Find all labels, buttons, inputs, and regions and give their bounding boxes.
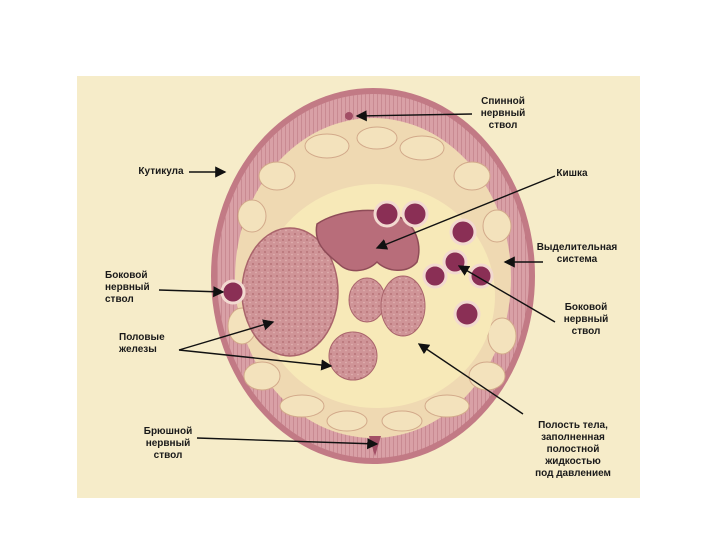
gonad-middle-right bbox=[381, 276, 425, 336]
label-lateral-right: Боковой нервный ствол bbox=[555, 302, 617, 338]
gonad-lower bbox=[329, 332, 377, 380]
gonad-middle bbox=[349, 278, 385, 322]
label-gonads: Половые железы bbox=[119, 332, 179, 356]
label-cuticle: Кутикула bbox=[131, 166, 191, 178]
dorsal-nerve bbox=[345, 112, 353, 120]
label-intestine: Кишка bbox=[547, 168, 597, 180]
label-body-cavity: Полость тела, заполненная полостной жидк… bbox=[521, 420, 625, 480]
label-lateral-left: Боковой нервный ствол bbox=[105, 270, 165, 306]
nematode-cross-section-figure: Спинной нервный ствол Кутикула Кишка Выд… bbox=[77, 76, 640, 498]
label-excretory: Выделительная система bbox=[535, 242, 619, 266]
label-ventral-nerve: Брюшной нервный ствол bbox=[137, 426, 199, 462]
label-dorsal-nerve: Спинной нервный ствол bbox=[472, 96, 534, 132]
